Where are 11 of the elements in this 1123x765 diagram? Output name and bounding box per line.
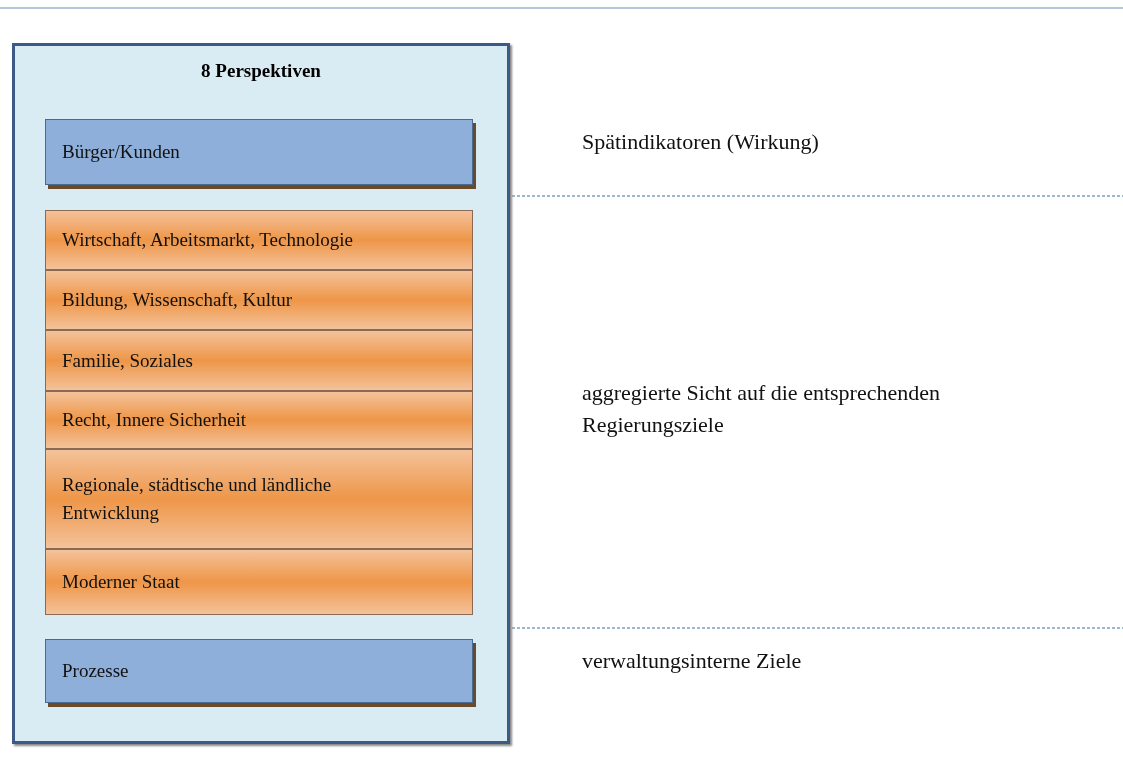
perspective-box: Recht, Innere Sicherheit (45, 391, 473, 449)
level-description: Spätindikatoren (Wirkung) (582, 128, 820, 156)
perspective-box: Moderner Staat (45, 549, 473, 615)
perspective-box: Bildung, Wissenschaft, Kultur (45, 270, 473, 330)
perspective-box: Familie, Soziales (45, 330, 473, 391)
perspective-box: Regionale, städtische und ländliche Entwicklung (45, 449, 473, 549)
perspectives-panel (12, 43, 510, 744)
perspective-box: Wirtschaft, Arbeitsmarkt, Technologie (45, 210, 473, 270)
panel-heading: 8 Perspektiven (200, 60, 322, 82)
level-description: aggregierte Sicht auf die entsprechenden Regierungsziele (582, 379, 941, 439)
level-description: verwaltungsinterne Ziele (582, 647, 803, 675)
